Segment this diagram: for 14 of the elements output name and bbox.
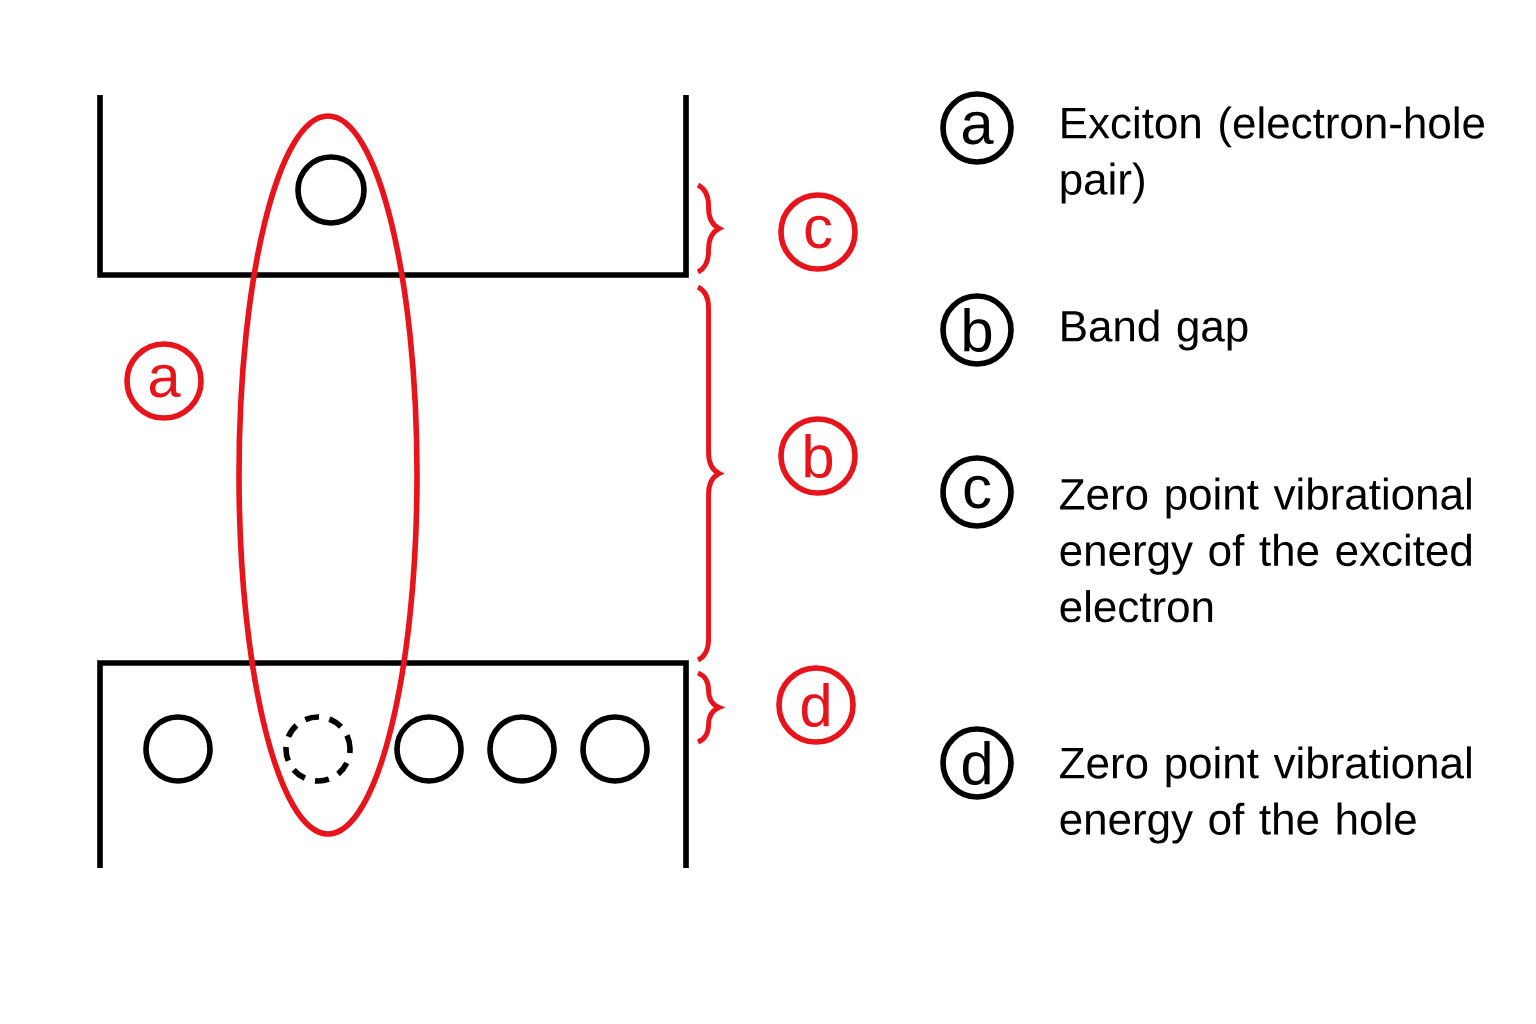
legend-letter: b <box>940 293 1014 367</box>
legend-text: Exciton (electron-hole pair) <box>1061 106 1484 204</box>
hole-circle <box>143 714 213 784</box>
legend-letter: c <box>940 455 1014 529</box>
hole-circle <box>283 714 353 784</box>
legend-letter: d <box>940 726 1014 800</box>
legend-text: Band gap <box>1062 309 1248 351</box>
hole-circle <box>394 714 464 784</box>
legend-text: Zero point vibrational energy of the excited electron <box>1060 477 1471 623</box>
legend-text: Zero point vibrational energy of the hole <box>1060 746 1471 844</box>
legend-letter: a <box>940 91 1014 165</box>
hole-circle <box>580 714 650 784</box>
hole-circle <box>487 714 557 784</box>
electron-circle <box>295 154 367 226</box>
